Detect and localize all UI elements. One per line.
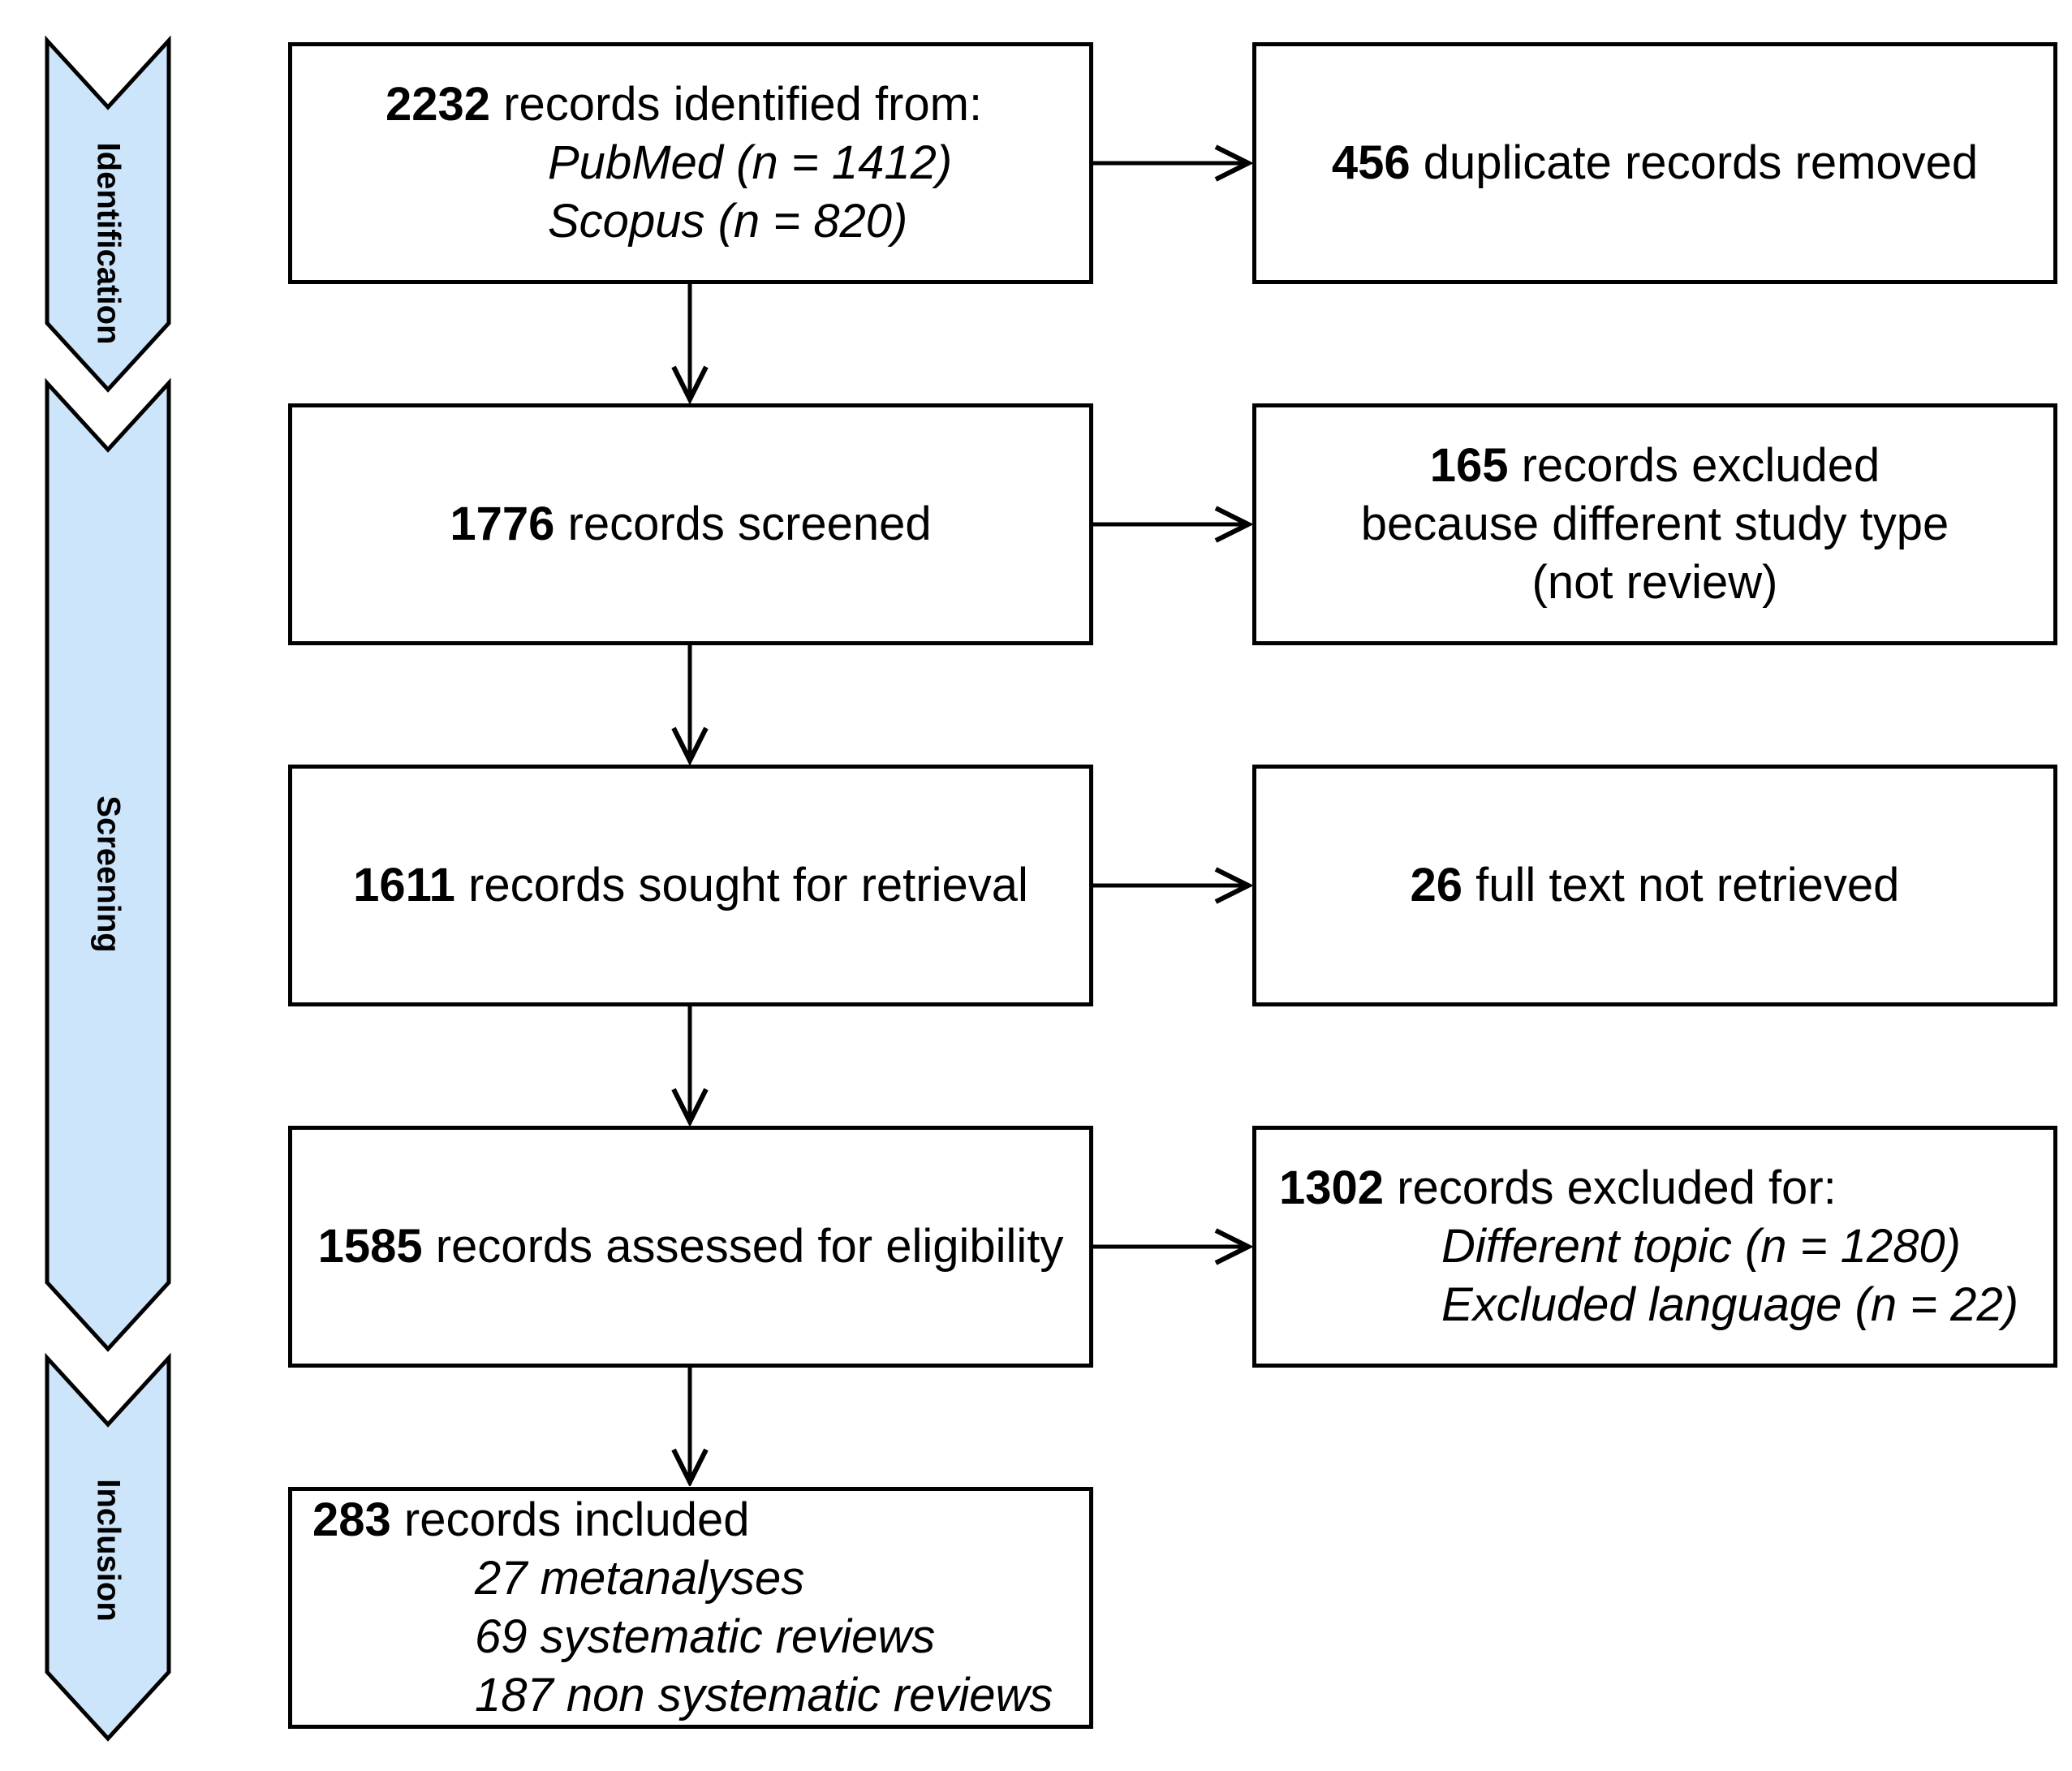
identified-text: records identified from: <box>490 78 983 131</box>
identified-line: 2232 records identified from: <box>386 75 1089 134</box>
duplicates-count: 456 <box>1331 136 1411 189</box>
identified-count: 2232 <box>386 78 491 131</box>
not-retrieved-count: 26 <box>1410 859 1463 911</box>
assessed-count: 1585 <box>317 1220 423 1273</box>
excluded-type-note: (not review) <box>1531 556 1778 609</box>
excluded-for-count: 1302 <box>1279 1161 1385 1214</box>
excluded-type-reason: because different study type <box>1360 498 1949 550</box>
box-excluded-study-type: 165 records excluded because different s… <box>1252 403 2057 645</box>
box-records-screened: 1776 records screened <box>288 403 1093 645</box>
excluded-for-text: records excluded for: <box>1384 1161 1837 1214</box>
box-records-included: 283 records included 27 metanalyses 69 s… <box>288 1487 1093 1729</box>
box-not-retrieved: 26 full text not retrieved <box>1252 765 2057 1006</box>
identified-source-pubmed: PubMed (n = 1412) <box>548 136 953 189</box>
included-metanalyses: 27 metanalyses <box>475 1552 805 1605</box>
box-records-sought: 1611 records sought for retrieval <box>288 765 1093 1006</box>
excluded-type-text: records excluded <box>1508 439 1880 492</box>
stage-label-inclusion: Inclusion <box>90 1479 127 1622</box>
included-non-systematic: 187 non systematic reviews <box>475 1669 1053 1721</box>
box-duplicates-removed: 456 duplicate records removed <box>1252 42 2057 284</box>
duplicates-text: duplicate records removed <box>1410 136 1979 189</box>
stage-label-identification: Identification <box>90 142 127 345</box>
box-records-assessed: 1585 records assessed for eligibility <box>288 1126 1093 1368</box>
screened-text: records screened <box>554 498 932 550</box>
box-records-identified: 2232 records identified from: PubMed (n … <box>288 42 1093 284</box>
identified-source-scopus: Scopus (n = 820) <box>548 195 908 248</box>
included-systematic: 69 systematic reviews <box>475 1610 936 1663</box>
stage-chevron-identification <box>45 35 171 393</box>
not-retrieved-text: full text not retrieved <box>1462 859 1900 911</box>
included-count: 283 <box>312 1493 391 1546</box>
stage-label-screening: Screening <box>90 795 127 953</box>
included-line: 283 records included <box>312 1491 1089 1549</box>
excluded-type-count: 165 <box>1429 439 1509 492</box>
excluded-different-topic: Different topic (n = 1280) <box>1441 1220 1961 1273</box>
included-text: records included <box>390 1493 750 1546</box>
assessed-text: records assessed for eligibility <box>422 1220 1064 1273</box>
excluded-language: Excluded language (n = 22) <box>1441 1278 2019 1331</box>
stage-chevron-screening <box>45 377 171 1352</box>
sought-text: records sought for retrieval <box>454 859 1028 911</box>
box-excluded-for: 1302 records excluded for: Different top… <box>1252 1126 2057 1368</box>
stage-chevron-inclusion <box>45 1352 171 1742</box>
screened-count: 1776 <box>450 498 555 550</box>
sought-count: 1611 <box>353 859 455 911</box>
excluded-for-line: 1302 records excluded for: <box>1279 1159 2053 1217</box>
